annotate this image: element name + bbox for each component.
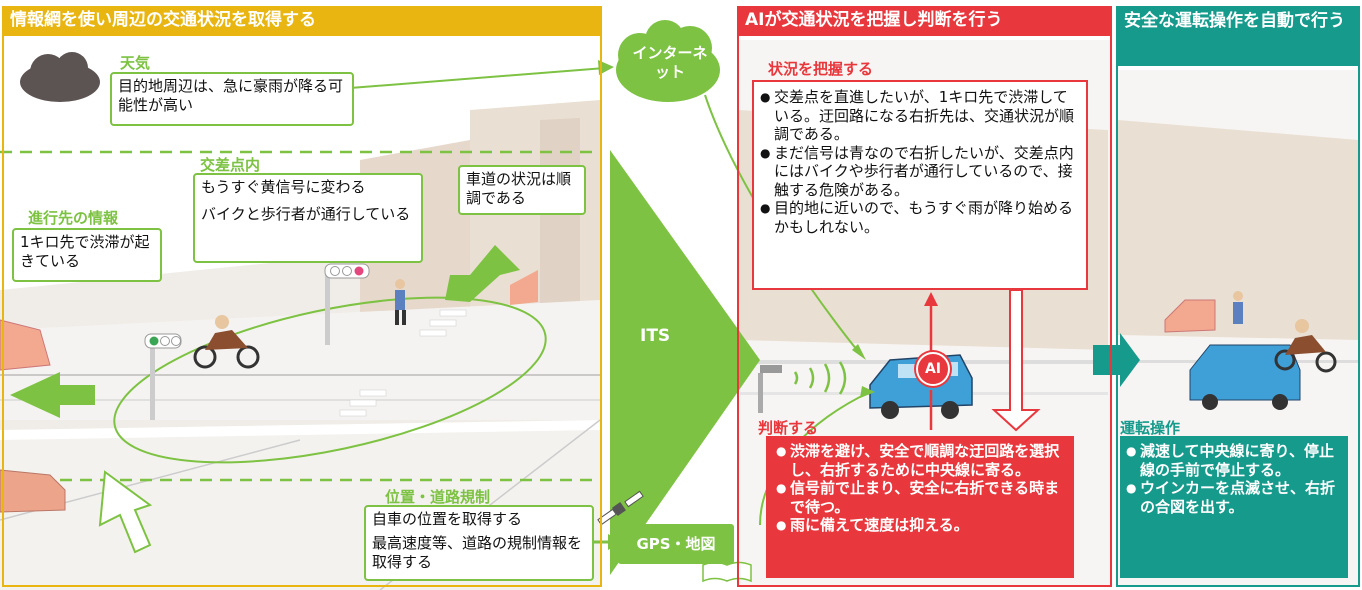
- position-line2: 最高速度等、道路の規制情報を取得する: [372, 534, 583, 571]
- internet-cloud-icon: [616, 20, 720, 102]
- judge-item: 信号前で止まり、安全に右折できる時まで待つ。: [776, 479, 1066, 516]
- motorbike-right: [1274, 319, 1337, 373]
- traffic-signal-right: [324, 263, 370, 345]
- operation-box: 減速して中央線に寄り、停止線の手前で停止する。 ウインカーを点滅させ、右折の合図…: [1120, 436, 1348, 578]
- operation-heading: 運転操作: [1120, 419, 1181, 437]
- position-callout: 自車の位置を取得する 最高速度等、道路の規制情報を取得する: [364, 505, 594, 581]
- operation-item: 減速して中央線に寄り、停止線の手前で停止する。: [1126, 442, 1342, 479]
- weather-callout: 目的地周辺は、急に豪雨が降る可能性が高い: [110, 72, 354, 126]
- judge-item: 渋滞を避け、安全で順調な迂回路を選択し、右折するために中央線に寄る。: [776, 442, 1066, 479]
- weather-heading: 天気: [120, 54, 151, 72]
- intersection-callout: もうすぐ黄信号に変わる バイクと歩行者が通行している: [193, 173, 423, 263]
- green-forward-arrow: [445, 245, 520, 302]
- judge-item: 雨に備えて速度は抑える。: [776, 516, 1066, 535]
- left-arrow: [10, 372, 95, 418]
- intersection-heading: 交差点内: [200, 156, 261, 174]
- traffic-signal-left: [144, 333, 182, 420]
- grasp-heading: 状況を把握する: [768, 60, 874, 78]
- ai-panel-title: AIが交通状況を把握し判断を行う: [737, 6, 1112, 36]
- operation-list: 減速して中央線に寄り、停止線の手前で停止する。 ウインカーを点滅させ、右折の合図…: [1126, 442, 1342, 516]
- car-far: [510, 270, 538, 305]
- judge-list: 渋滞を避け、安全で順調な迂回路を選択し、右折するために中央線に寄る。 信号前で止…: [776, 442, 1066, 535]
- intersection-line1: もうすぐ黄信号に変わる: [201, 178, 366, 196]
- ahead-heading: 進行先の情報: [28, 209, 119, 227]
- operation-panel-title: 安全な運転操作を自動で行う: [1116, 6, 1360, 66]
- its-arrow: [610, 150, 760, 575]
- motorbike-left: [193, 315, 260, 369]
- its-label: ITS: [640, 326, 671, 346]
- grasp-item: 交差点を直進したいが、1キロ先で渋滞している。迂回路になる右折先は、交通状況が順…: [760, 88, 1078, 144]
- position-heading: 位置・道路規制: [385, 488, 491, 506]
- ai-badge-label: AI: [924, 361, 942, 377]
- grasp-item: 目的地に近いので、もうすぐ雨が降り始めるかもしれない。: [760, 199, 1078, 236]
- ai-badge: AI: [916, 352, 950, 386]
- grasp-item: まだ信号は青なので右折したいが、交差点内にはバイクや歩行者が通行しているので、接…: [760, 144, 1078, 200]
- grasp-box: 交差点を直進したいが、1キロ先で渋滞している。迂回路になる右折先は、交通状況が順…: [752, 80, 1088, 290]
- satellite-icon: [597, 490, 644, 526]
- van-right: [1189, 344, 1301, 410]
- position-line1: 自車の位置を取得する: [372, 510, 523, 528]
- operation-item: ウインカーを点滅させ、右折の合図を出す。: [1126, 479, 1342, 516]
- info-panel-title: 情報網を使い周辺の交通状況を取得する: [2, 6, 602, 36]
- pedestrian-left: [395, 279, 406, 325]
- grasp-list: 交差点を直進したいが、1キロ先で渋滞している。迂回路になる右折先は、交通状況が順…: [760, 88, 1078, 236]
- ahead-callout: 1キロ先で渋滞が起きている: [12, 228, 162, 282]
- road-status-callout: 車道の状況は順調である: [458, 165, 586, 215]
- intersection-line2: バイクと歩行者が通行している: [201, 205, 411, 223]
- judge-box: 渋滞を避け、安全で順調な迂回路を選択し、右折するために中央線に寄る。 信号前で止…: [766, 436, 1074, 578]
- its-roadside-unit: [758, 361, 847, 413]
- down-outline-arrow: [98, 470, 153, 554]
- judge-heading: 判断する: [758, 419, 819, 437]
- pedestrian-right: [1233, 291, 1243, 324]
- truck-lower-left: [0, 469, 66, 513]
- gps-map-label: GPS・地図: [618, 524, 734, 564]
- car-right-far: [1164, 299, 1216, 333]
- internet-label: インターネット: [632, 44, 708, 81]
- car-left: [0, 319, 51, 371]
- cloud-icon: [20, 52, 100, 102]
